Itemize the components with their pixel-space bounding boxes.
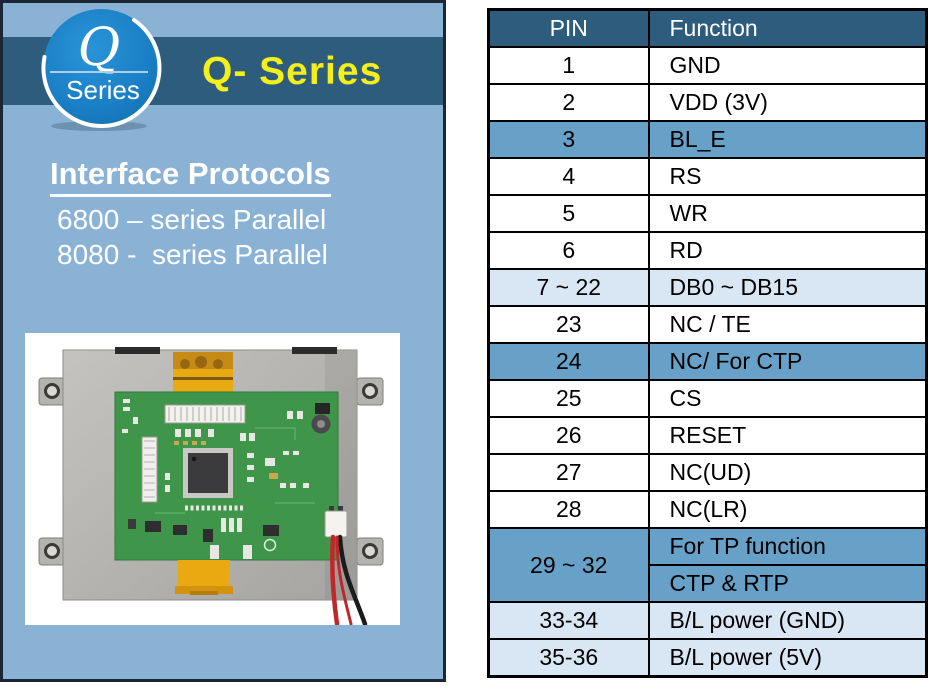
- function-header: Function: [647, 8, 928, 48]
- mounting-tabs: [38, 377, 384, 566]
- function-cell: DB0 ~ DB15: [647, 268, 928, 307]
- pin-cell: 26: [487, 416, 650, 455]
- logo-letter: Q: [78, 18, 121, 78]
- function-cell: CTP & RTP: [647, 564, 928, 603]
- pcb-module-photo: [25, 333, 400, 627]
- pin-cell: 3: [487, 120, 650, 159]
- function-cell: NC(UD): [647, 453, 928, 492]
- pin-cell: 33-34: [487, 601, 650, 640]
- table-header-row: PIN Function: [487, 8, 928, 48]
- function-cell: B/L power (5V): [647, 638, 928, 678]
- pin-cell: 29 ~ 32: [487, 527, 650, 603]
- function-cell: CS: [647, 379, 928, 418]
- pin-cell: 24: [487, 342, 650, 381]
- pin-cell: 35-36: [487, 638, 650, 678]
- protocols-heading: Interface Protocols: [50, 156, 331, 197]
- q-series-logo-icon: Q Series: [41, 9, 162, 131]
- function-cell: VDD (3V): [647, 83, 928, 122]
- flex-cable-top: [173, 352, 233, 395]
- pin-cell: 5: [487, 194, 650, 233]
- pin-cell: 23: [487, 305, 650, 344]
- pin-cell: 2: [487, 83, 650, 122]
- pcb-module-illustration: [25, 333, 400, 627]
- pin-cell: 27: [487, 453, 650, 492]
- pin-cell: 28: [487, 490, 650, 529]
- pin-cell: 7 ~ 22: [487, 268, 650, 307]
- pin-header: PIN: [487, 8, 650, 48]
- function-cell: RD: [647, 231, 928, 270]
- pin-cell: 4: [487, 157, 650, 196]
- function-cell: WR: [647, 194, 928, 233]
- power-wires: [329, 534, 368, 627]
- interface-protocols-block: Interface Protocols 6800 – series Parall…: [50, 156, 331, 272]
- pin-cell: 25: [487, 379, 650, 418]
- function-cell: BL_E: [647, 120, 928, 159]
- function-cell: RS: [647, 157, 928, 196]
- protocol-line: 6800 – series Parallel: [57, 204, 327, 235]
- page-title: Q- Series: [202, 50, 383, 93]
- left-panel: Q Series Q- Series Interface Protocols 6…: [0, 0, 446, 682]
- function-cell: GND: [647, 46, 928, 85]
- function-cell: B/L power (GND): [647, 601, 928, 640]
- function-cell: NC(LR): [647, 490, 928, 529]
- main-chip: [183, 448, 233, 498]
- function-cell: For TP function: [647, 527, 928, 566]
- pin-cell: 1: [487, 46, 650, 85]
- function-cell: NC / TE: [647, 305, 928, 344]
- backlight-connector: [324, 506, 348, 538]
- flex-cable-bottom: [175, 560, 233, 595]
- protocol-line: 8080 - series Parallel: [57, 239, 328, 270]
- pin-cell: 6: [487, 231, 650, 270]
- function-cell: NC/ For CTP: [647, 342, 928, 381]
- logo-swoosh: [41, 18, 162, 128]
- logo-word: Series: [66, 75, 140, 105]
- logo-circle: [43, 9, 159, 125]
- function-cell: RESET: [647, 416, 928, 455]
- table-row: CTP & RTP: [489, 564, 928, 603]
- green-pcb: [114, 391, 339, 561]
